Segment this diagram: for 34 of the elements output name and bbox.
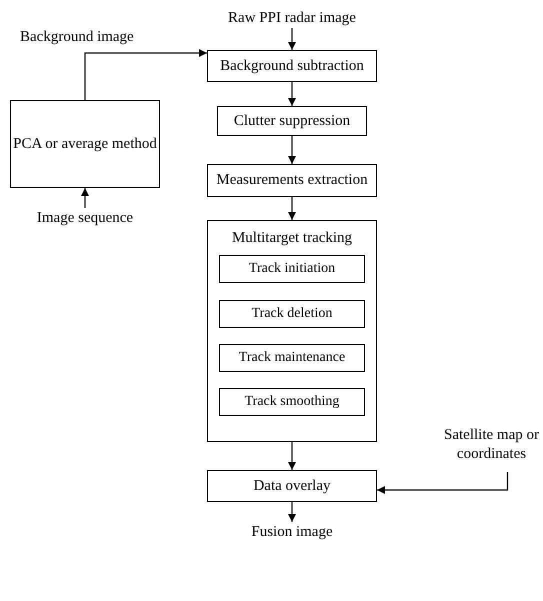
arrow (288, 502, 296, 522)
arrow (377, 472, 508, 494)
box-label: Clutter suppression (232, 112, 352, 130)
process-box (207, 50, 377, 82)
process-box (219, 388, 365, 416)
box-label: Track maintenance (238, 349, 346, 367)
box-label: PCA or average method (12, 134, 158, 154)
node-text: Fusion image (250, 522, 334, 542)
arrow (288, 82, 296, 106)
node-text: Satellite map or coordinates (443, 426, 540, 464)
process-box (207, 470, 377, 502)
process-box (217, 106, 367, 136)
process-box (10, 100, 160, 188)
node-text: Image sequence (36, 208, 134, 228)
process-box (219, 255, 365, 283)
box-label: Track smoothing (244, 393, 340, 411)
arrow (288, 28, 296, 50)
arrow (84, 49, 207, 100)
box-label: Track deletion (250, 305, 334, 323)
process-box (207, 164, 377, 197)
box-label: Measurements extraction (215, 171, 369, 190)
arrow (288, 442, 296, 470)
arrow (288, 197, 296, 220)
process-box (219, 344, 365, 372)
box-label: Track initiation (248, 260, 336, 278)
node-text: Raw PPI radar image (227, 8, 357, 28)
arrow (288, 136, 296, 164)
group-box (207, 220, 377, 442)
group-heading: Multitarget tracking (230, 229, 354, 248)
box-label: Data overlay (252, 476, 332, 496)
arrow (81, 188, 89, 208)
process-box (219, 300, 365, 328)
edge-label: Background image (20, 28, 134, 47)
box-label: Background subtraction (219, 56, 365, 76)
